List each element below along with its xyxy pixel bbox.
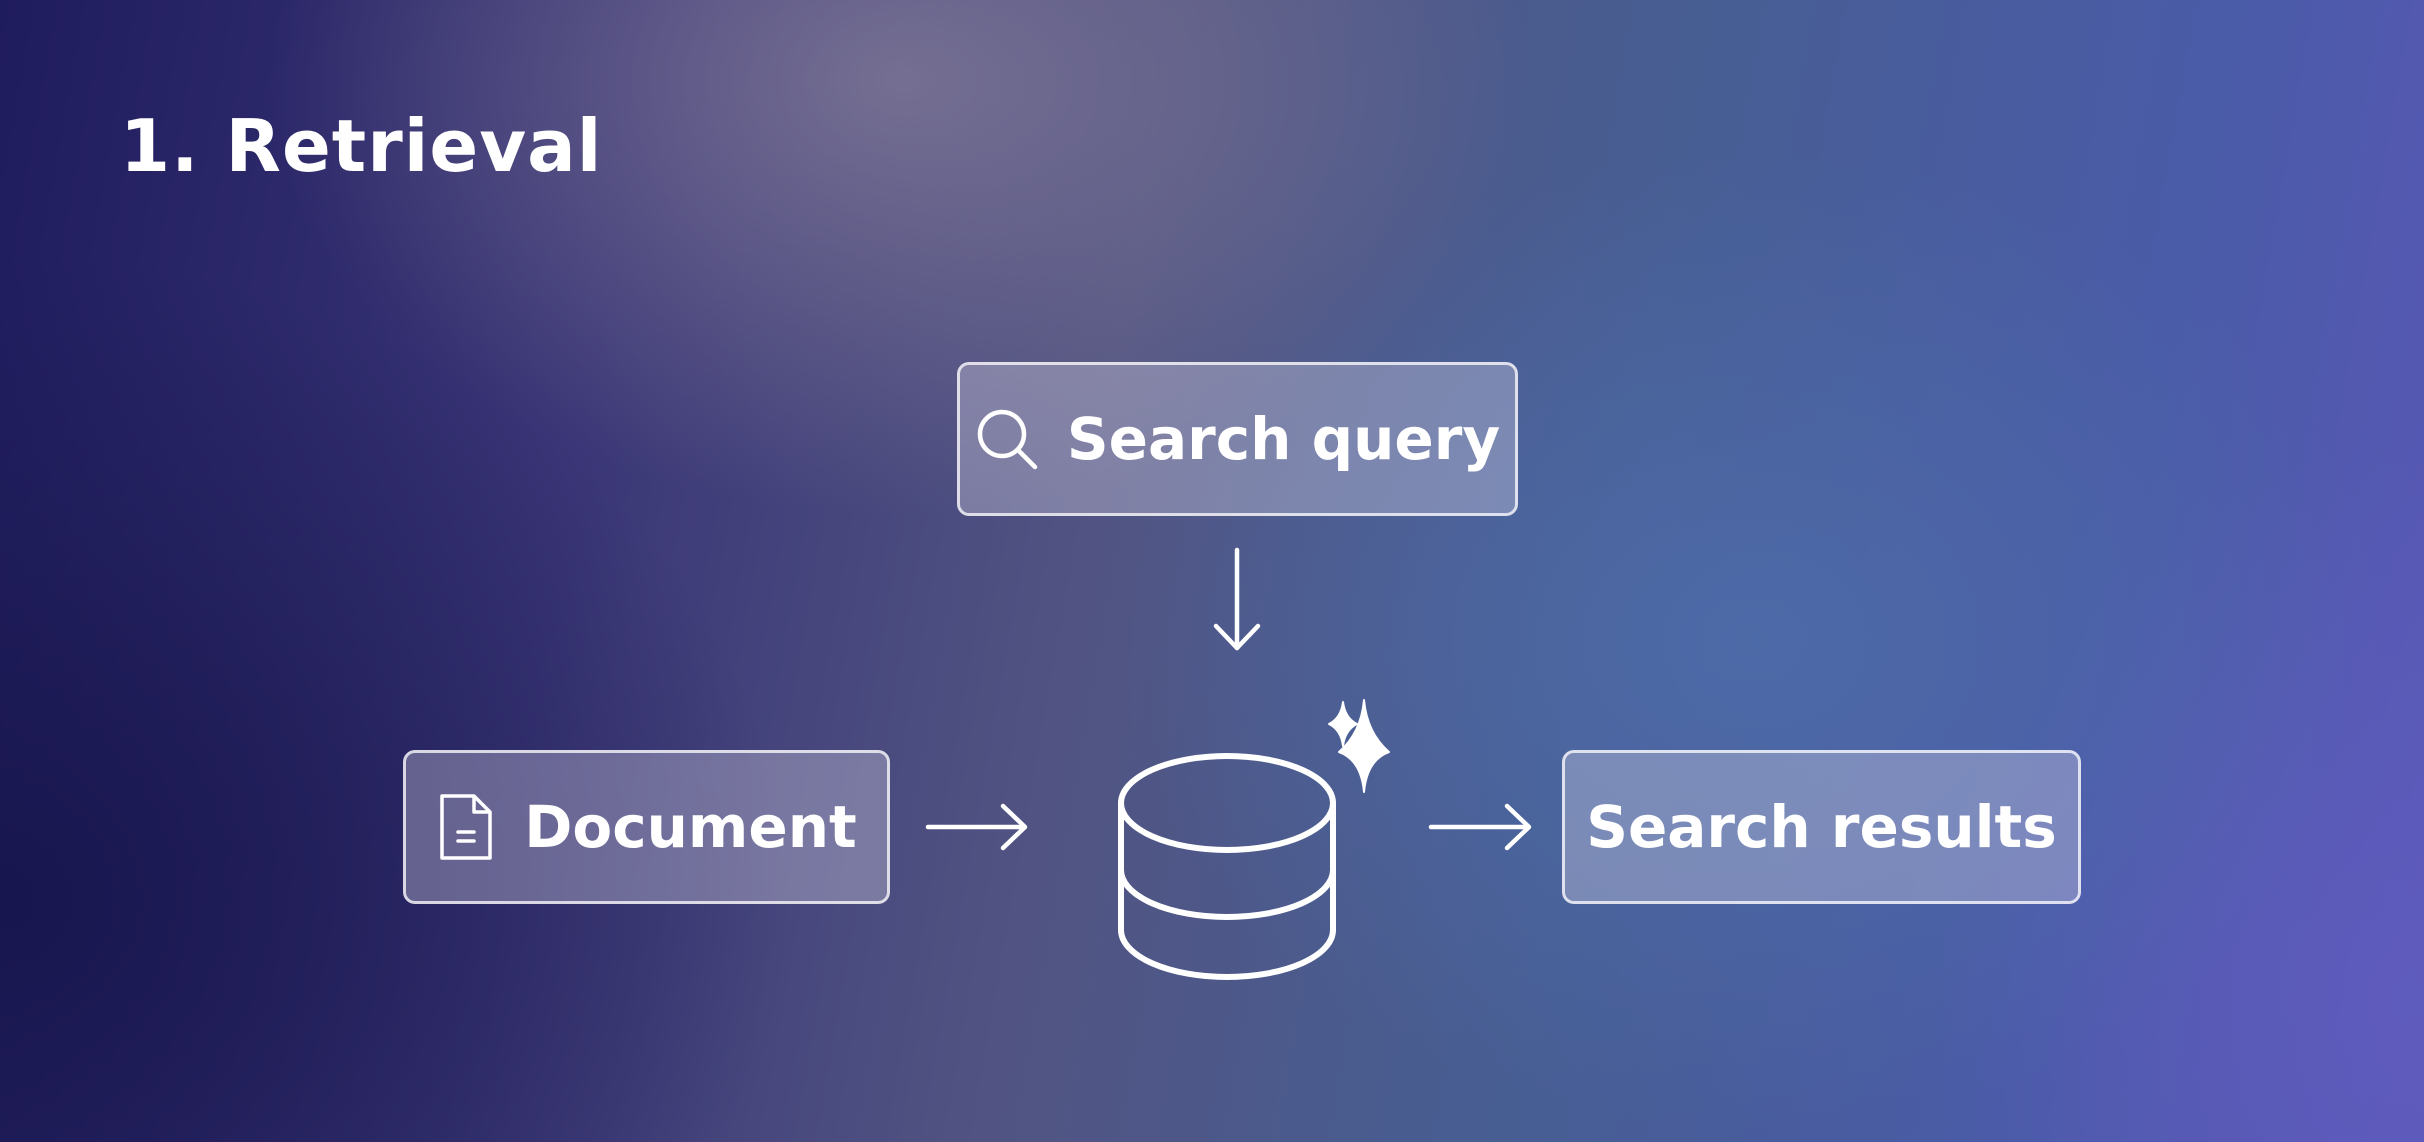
search-results-label: Search results [1586,793,2057,861]
arrow-down-icon [1213,547,1261,651]
search-results-box: Search results [1562,750,2081,904]
search-query-box: Search query [957,362,1518,516]
database-sparkle-icon [1118,699,1390,980]
document-box: Document [403,750,890,904]
arrow-right-icon [925,803,1028,851]
search-icon [975,407,1039,471]
document-label: Document [524,793,857,861]
page-title: 1. Retrieval [120,104,603,188]
search-query-label: Search query [1066,405,1501,473]
arrow-right-icon [1428,803,1532,851]
document-icon [436,792,496,862]
